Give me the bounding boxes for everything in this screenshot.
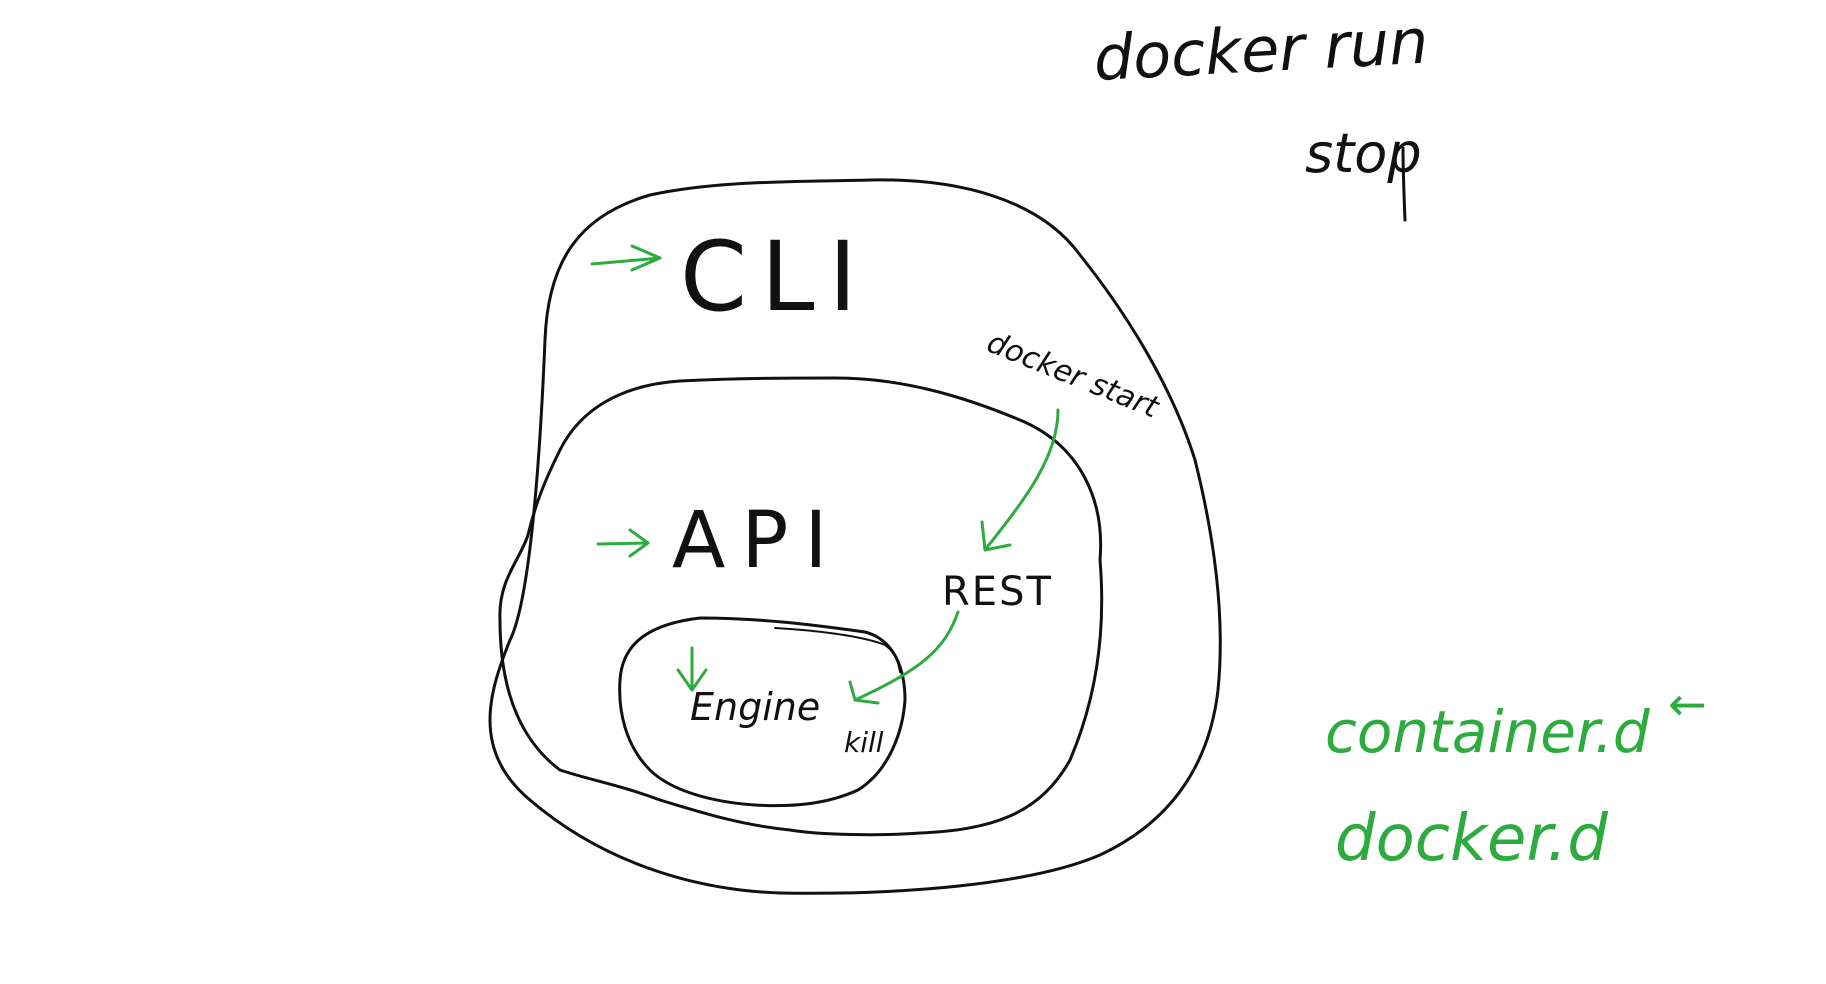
containerd-arrow: ←	[1668, 677, 1707, 731]
docker-start-arrow	[980, 408, 1060, 552]
cli-green-arrow	[590, 244, 662, 272]
containerd-label: container.d	[1325, 698, 1651, 766]
stop-p-descender	[1401, 146, 1407, 222]
docker-start-label: docker start	[982, 325, 1165, 426]
engine-green-arrow	[676, 646, 708, 692]
kill-label: kill	[844, 726, 884, 759]
inner-engine-boundary	[618, 616, 907, 808]
middle-api-boundary	[498, 376, 1104, 837]
dockerd-label: docker.d	[1335, 802, 1608, 876]
outer-cli-boundary	[488, 178, 1222, 895]
inner-engine-overlap-stroke	[774, 627, 901, 673]
cli-label: CLI	[680, 221, 871, 333]
rest-label: REST	[942, 569, 1053, 615]
engine-label: Engine	[690, 685, 820, 729]
api-green-arrow	[596, 528, 650, 558]
rest-to-engine-arrow	[848, 610, 960, 705]
api-label: API	[672, 496, 843, 586]
note-docker-run: docker run	[1092, 5, 1430, 95]
